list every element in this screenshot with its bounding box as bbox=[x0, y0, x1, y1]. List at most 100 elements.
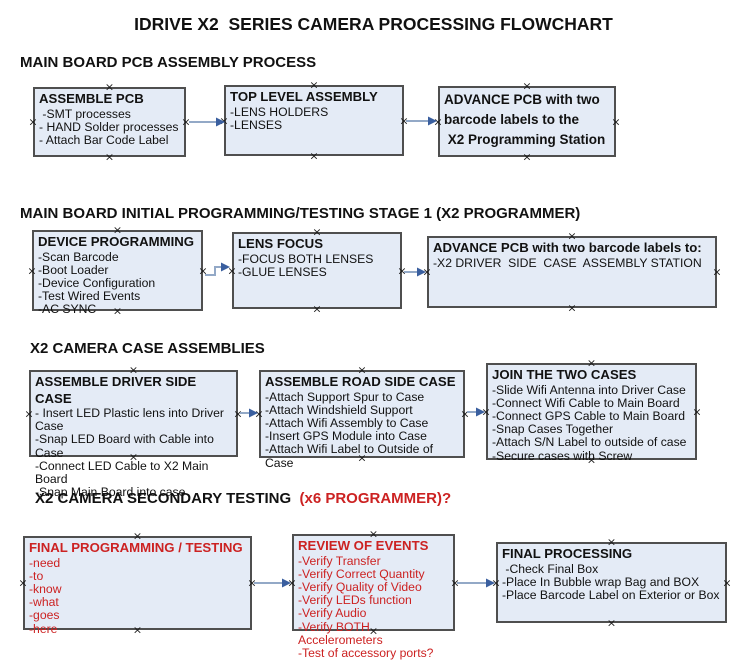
box-item: -Attach Wifi Assembly to Case bbox=[265, 415, 429, 430]
connection-anchor-icon: × bbox=[219, 114, 229, 127]
box-item: -Verify Quality of Video bbox=[298, 579, 422, 594]
box-item: -Verify Transfer bbox=[298, 553, 381, 568]
box-title: ADVANCE PCB with two barcode labels to t… bbox=[444, 92, 606, 147]
connection-anchor-icon: × bbox=[28, 115, 38, 129]
box-assemble-road-side-case: ASSEMBLE ROAD SIDE CASE -Attach Support … bbox=[254, 365, 469, 470]
box-final-processing: FINAL PROCESSING -Check Final Box-Place … bbox=[491, 537, 731, 629]
box-item: -Place In Bubble wrap Bag and BOX bbox=[502, 574, 700, 589]
box-item: -Secure cases with Screw bbox=[492, 448, 633, 463]
connection-anchor-icon: × bbox=[104, 150, 115, 164]
box-title: ADVANCE PCB with two barcode labels to: bbox=[433, 240, 702, 255]
connection-anchor-icon: × bbox=[254, 407, 264, 421]
box-item: -Test Wired Events bbox=[38, 289, 141, 304]
box-item: -AC SYNC bbox=[38, 302, 97, 317]
box-items: -Attach Support Spur to Case-Attach Wind… bbox=[265, 389, 459, 470]
connection-anchor-icon: × bbox=[27, 264, 37, 277]
box-item: - Insert LED Plastic lens into Driver Ca… bbox=[35, 406, 228, 434]
connection-anchor-icon: × bbox=[132, 623, 143, 637]
section-heading-initial-programming: MAIN BOARD INITIAL PROGRAMMING/TESTING S… bbox=[20, 205, 581, 222]
connection-anchor-icon: × bbox=[586, 453, 597, 467]
connection-anchor-icon: × bbox=[181, 115, 191, 129]
connection-anchor-icon: × bbox=[606, 535, 617, 549]
box-item: -FOCUS BOTH LENSES bbox=[238, 251, 374, 266]
section-heading-pcb-assembly: MAIN BOARD PCB ASSEMBLY PROCESS bbox=[20, 54, 317, 71]
box-advance-pcb-driver-side-station: ADVANCE PCB with two barcode labels to: … bbox=[422, 231, 721, 314]
box-item: -Verify BOTH Accelerometers bbox=[298, 619, 383, 647]
box-item: -Connect Wifi Cable to Main Board bbox=[492, 395, 680, 410]
connection-anchor-icon: × bbox=[567, 229, 577, 243]
connection-anchor-icon: × bbox=[247, 576, 257, 590]
box-item: -LENSES bbox=[230, 117, 283, 132]
section-heading-case-assemblies: X2 CAMERA CASE ASSEMBLIES bbox=[30, 340, 265, 357]
box-item: -know bbox=[29, 581, 62, 596]
connection-anchor-icon: × bbox=[433, 115, 443, 128]
box-title: ASSEMBLE PCB bbox=[39, 91, 144, 106]
connection-anchor-icon: × bbox=[491, 576, 501, 589]
box-title: ASSEMBLE DRIVER SIDE CASE bbox=[35, 374, 200, 406]
arrow-device-programming-to-lens-focus bbox=[205, 262, 230, 276]
box-item: -Boot Loader bbox=[38, 262, 109, 277]
connection-anchor-icon: × bbox=[368, 527, 379, 541]
section-heading-secondary-testing-red: (x6 PROGRAMMER)? bbox=[299, 490, 452, 507]
box-item: -need bbox=[29, 555, 61, 570]
box-item: -goes bbox=[29, 608, 60, 623]
box-item: -Snap Main Board into case bbox=[35, 485, 186, 500]
box-title: TOP LEVEL ASSEMBLY bbox=[230, 89, 378, 104]
connection-anchor-icon: × bbox=[397, 264, 407, 277]
connection-anchor-icon: × bbox=[132, 529, 143, 543]
box-final-programming-testing: FINAL PROGRAMMING / TESTING -need-to-kno… bbox=[18, 531, 256, 636]
connection-anchor-icon: × bbox=[606, 616, 617, 630]
connection-anchor-icon: × bbox=[227, 264, 237, 277]
box-title: ASSEMBLE ROAD SIDE CASE bbox=[265, 374, 456, 389]
connection-anchor-icon: × bbox=[287, 576, 297, 589]
connection-anchor-icon: × bbox=[24, 407, 34, 420]
box-items: -X2 DRIVER SIDE CASE ASSEMBLY STATION bbox=[433, 256, 711, 270]
connection-anchor-icon: × bbox=[522, 79, 532, 93]
connection-anchor-icon: × bbox=[128, 450, 139, 464]
box-item: -what bbox=[29, 595, 59, 610]
box-items: -LENS HOLDERS-LENSES bbox=[230, 104, 398, 132]
connection-anchor-icon: × bbox=[368, 624, 379, 638]
box-items: -Verify Transfer-Verify Correct Quantity… bbox=[298, 553, 449, 661]
box-title: JOIN THE TWO CASES bbox=[492, 367, 637, 382]
box-assemble-driver-side-case: ASSEMBLE DRIVER SIDE CASE - Insert LED P… bbox=[24, 365, 242, 499]
connection-anchor-icon: × bbox=[586, 356, 597, 370]
box-item: - HAND Solder processes bbox=[39, 119, 179, 134]
box-item: -here bbox=[29, 621, 58, 636]
connection-anchor-icon: × bbox=[18, 576, 28, 590]
connection-anchor-icon: × bbox=[567, 301, 577, 315]
box-item: -SMT processes bbox=[39, 106, 131, 121]
box-item: -Connect LED Cable to X2 Main Board bbox=[35, 458, 212, 487]
box-item: -Test of accessory ports? bbox=[298, 645, 434, 660]
box-item: -Attach Support Spur to Case bbox=[265, 389, 425, 404]
box-review-of-events: REVIEW OF EVENTS -Verify Transfer-Verify… bbox=[287, 529, 459, 660]
connection-anchor-icon: × bbox=[309, 149, 319, 163]
box-items: -need-to-know-what-goes-here bbox=[29, 555, 246, 636]
connection-anchor-icon: × bbox=[450, 576, 460, 589]
box-advance-pcb-programming-station: ADVANCE PCB with two barcode labels to t… bbox=[433, 81, 620, 163]
box-item: -Attach Wifi Label to Outside of Case bbox=[265, 442, 437, 470]
box-item: - Attach Bar Code Label bbox=[39, 132, 169, 147]
box-item: -Insert GPS Module into Case bbox=[265, 429, 427, 444]
connection-anchor-icon: × bbox=[357, 363, 367, 377]
connection-anchor-icon: × bbox=[312, 302, 322, 316]
connection-anchor-icon: × bbox=[309, 78, 319, 92]
connection-anchor-icon: × bbox=[128, 363, 139, 377]
box-item: -Attach Windshield Support bbox=[265, 402, 413, 417]
section-heading-secondary-testing-black: X2 CAMERA SECONDARY TESTING bbox=[35, 490, 300, 507]
box-lens-focus: LENS FOCUS -FOCUS BOTH LENSES-GLUE LENSE… bbox=[227, 227, 406, 315]
box-item: -Verify LEDs function bbox=[298, 593, 412, 608]
box-items: -SMT processes- HAND Solder processes- A… bbox=[39, 106, 180, 148]
connection-anchor-icon: × bbox=[357, 451, 367, 465]
arrow-review-to-final-processing bbox=[457, 578, 495, 588]
connection-anchor-icon: × bbox=[233, 407, 243, 420]
box-item: -LENS HOLDERS bbox=[230, 104, 329, 119]
box-item: -Verify Correct Quantity bbox=[298, 566, 425, 581]
connection-anchor-icon: × bbox=[104, 80, 115, 94]
box-title: FINAL PROCESSING bbox=[502, 546, 633, 561]
box-items: -Check Final Box-Place In Bubble wrap Ba… bbox=[502, 562, 721, 603]
connection-anchor-icon: × bbox=[692, 405, 702, 418]
box-items: -FOCUS BOTH LENSES-GLUE LENSES bbox=[238, 251, 396, 279]
box-item: -Connect GPS Cable to Main Board bbox=[492, 408, 686, 423]
box-item: -Device Configuration bbox=[38, 275, 156, 290]
